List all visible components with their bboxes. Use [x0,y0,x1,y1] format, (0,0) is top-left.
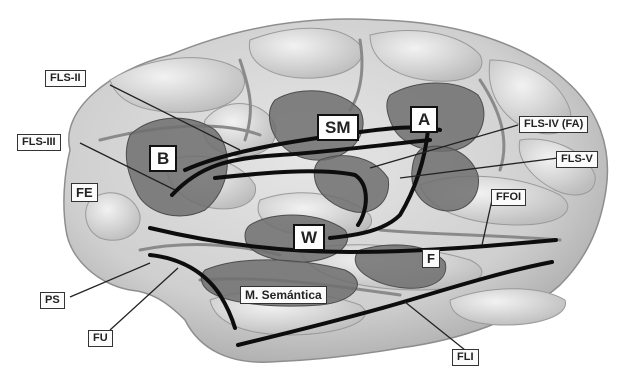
label-ffoi: FFOI [491,189,526,206]
label-fls-iii: FLS-III [17,134,61,151]
label-a: A [410,106,438,133]
label-fls-v: FLS-V [556,151,598,168]
label-fls-ii: FLS-II [45,70,86,87]
label-sm: SM [317,114,359,141]
label-ps: PS [40,292,65,309]
label-f: F [422,249,440,268]
label-fli: FLI [452,349,479,366]
label-semantica: M. Semántica [240,286,327,304]
label-b: B [149,145,177,172]
label-w: W [293,224,325,251]
label-fe: FE [71,183,98,202]
label-fu: FU [88,330,113,347]
label-fls-iv: FLS-IV (FA) [519,116,588,133]
